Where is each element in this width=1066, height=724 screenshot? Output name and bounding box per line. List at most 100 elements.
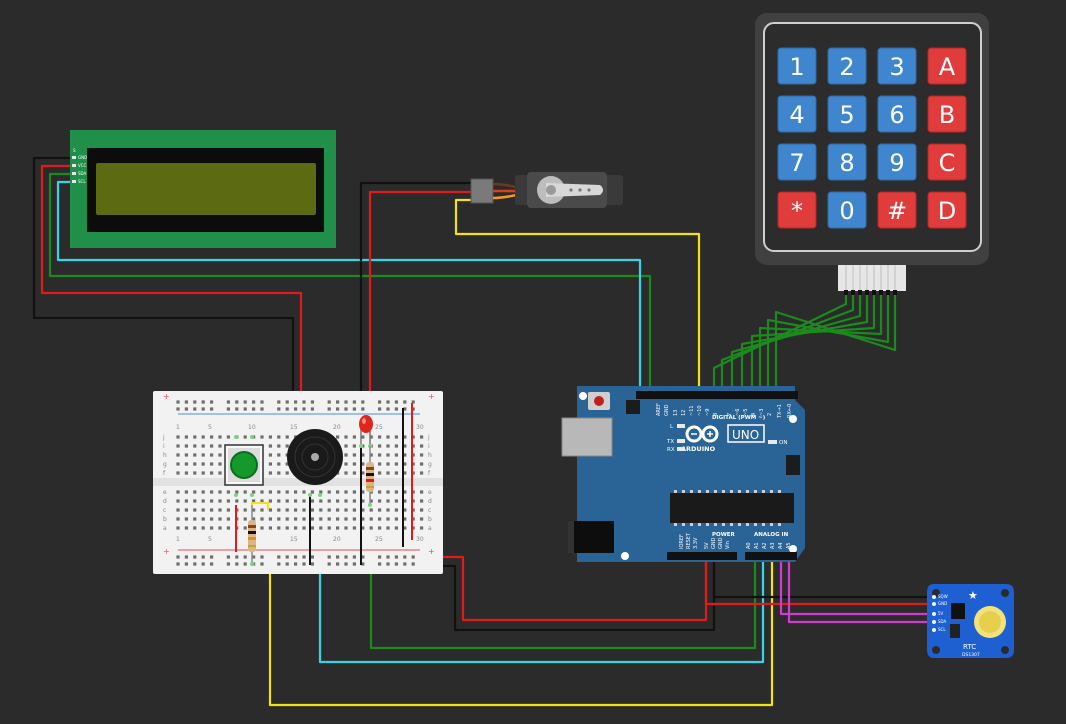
keypad-key-star[interactable]	[777, 191, 817, 229]
pin-10: ~10	[697, 405, 703, 416]
lcd-pin-gnd: GND	[78, 155, 87, 160]
bb-row-h: h	[163, 452, 167, 459]
keypad-key-D[interactable]	[927, 191, 967, 229]
keypad-key-label: 8	[839, 149, 854, 177]
wire-arduino-5v-bb[interactable]	[420, 555, 708, 622]
pin-a0: A0	[746, 542, 752, 549]
wire-keypad-8[interactable]	[774, 292, 897, 396]
keypad-key-5[interactable]	[827, 95, 867, 133]
wire-keypad-1[interactable]	[712, 292, 848, 396]
keypad-key-4[interactable]	[777, 95, 817, 133]
pin-gnd-1: GND	[711, 537, 717, 549]
wire-rtc-gnd[interactable]	[712, 555, 932, 599]
bb-col-5-bottom: 5	[208, 536, 212, 543]
keypad-key-label: 4	[789, 101, 804, 129]
keypad-key-0[interactable]	[827, 191, 867, 229]
wire-cyan-bottom[interactable]	[318, 495, 765, 664]
keypad-key-label: A	[939, 53, 956, 81]
lcd-pin-labels: S GND VCC SDA SCL	[73, 148, 87, 184]
pin-3v3: 3.3V	[693, 537, 699, 549]
usb-port	[561, 417, 613, 457]
keypad-key-8[interactable]	[827, 143, 867, 181]
analog-header	[745, 552, 797, 560]
wire-lcd-gnd[interactable]	[32, 156, 295, 408]
wire-rtc-5v[interactable]	[704, 555, 932, 606]
wire-lcd-scl[interactable]	[56, 180, 642, 396]
breadboard-center-channel	[153, 478, 443, 486]
pin-a1: A1	[754, 542, 760, 549]
keypad-key-7[interactable]	[777, 143, 817, 181]
keypad-ribbon-lines	[845, 265, 896, 291]
arduino-leds	[677, 424, 777, 451]
keypad-key-A[interactable]	[927, 47, 967, 85]
bb-row-g: g	[163, 461, 167, 468]
wire-keypad-6[interactable]	[758, 292, 883, 396]
wire-servo-gnd[interactable]	[359, 181, 472, 408]
push-button[interactable]	[224, 435, 264, 497]
keypad-key-label: 3	[889, 53, 904, 81]
bb-col-20-bottom: 20	[333, 536, 341, 543]
wire-yellow-bottom[interactable]	[268, 505, 774, 707]
pin-ioref: IOREF	[679, 534, 685, 549]
wire-lcd-vcc[interactable]	[40, 164, 303, 408]
keypad-wires	[712, 292, 897, 396]
wire-keypad-7[interactable]	[766, 292, 890, 396]
wire-servo-signal[interactable]	[454, 198, 701, 396]
led-l-label: L	[670, 424, 674, 430]
buzzer[interactable]	[287, 429, 343, 497]
pin-5: ~5	[743, 409, 749, 416]
pin-12: 12	[681, 410, 687, 416]
wire-rtc-sda[interactable]	[779, 555, 932, 616]
led-resistor[interactable]	[366, 446, 374, 507]
bb-col-1: 1	[176, 424, 180, 431]
pin-7: 7	[727, 413, 733, 416]
lcd-module[interactable]: S GND VCC SDA SCL	[70, 130, 336, 248]
bb-row-e-right: e	[428, 489, 432, 496]
arduino-uno[interactable]: AREF GND 13 12 ~11 ~10 ~9 8 7 ~6 ~5 4 ~3…	[561, 386, 805, 562]
led-l	[677, 424, 685, 428]
wire-green-bottom[interactable]	[369, 505, 757, 650]
bb-row-j-right: j	[427, 434, 430, 441]
keypad-key-9[interactable]	[877, 143, 917, 181]
keypad-ribbon	[838, 265, 906, 291]
jumper-yellow[interactable]	[251, 502, 269, 510]
button-resistor[interactable]	[248, 505, 256, 566]
keypad-key-1[interactable]	[777, 47, 817, 85]
digital-header	[636, 391, 798, 399]
rtc-pcb	[927, 584, 1014, 658]
servo-horn	[546, 183, 603, 197]
keypad-key-3[interactable]	[877, 47, 917, 85]
wire-keypad-5[interactable]	[750, 292, 876, 396]
led-on	[768, 440, 777, 444]
breadboard-jumpers	[235, 403, 413, 565]
keypad-key-B[interactable]	[927, 95, 967, 133]
servo-motor[interactable]	[470, 172, 623, 208]
pin-vin: Vin	[725, 541, 731, 549]
pin-5v: 5V	[704, 542, 710, 549]
wire-rtc-scl[interactable]	[787, 555, 932, 624]
keypad-key-6[interactable]	[877, 95, 917, 133]
pin-8: 8	[713, 413, 719, 416]
bb-row-c: c	[163, 507, 166, 514]
bb-col-30: 30	[416, 424, 424, 431]
keypad-key-label: D	[938, 197, 956, 225]
bb-row-j: j	[162, 434, 165, 441]
breadboard[interactable]: 1 5 10 15 20 25 30 1 5 10 15 20 25 30 j …	[153, 391, 443, 574]
pin-a5: A5	[786, 542, 792, 549]
rtc-pin-5v: 5V	[938, 611, 944, 616]
pin-aref: AREF	[656, 403, 662, 416]
keypad-key-hash[interactable]	[877, 191, 917, 229]
wire-lcd-sda[interactable]	[48, 172, 652, 396]
keypad-key-2[interactable]	[827, 47, 867, 85]
wire-servo-vcc[interactable]	[368, 190, 472, 408]
on-label: ON	[779, 440, 787, 446]
rtc-pin-sqw: SQW	[938, 594, 948, 599]
rtc-module[interactable]: ★ SQW GND 5V SDA SCL RTC DS1307	[927, 584, 1014, 658]
atmega-chip	[670, 493, 794, 523]
keypad-key-C[interactable]	[927, 143, 967, 181]
lcd-pin-s: S	[73, 148, 76, 153]
bb-row-i: i	[163, 443, 165, 450]
pin-gnd-2: GND	[718, 537, 724, 549]
lcd-screen	[96, 163, 316, 215]
